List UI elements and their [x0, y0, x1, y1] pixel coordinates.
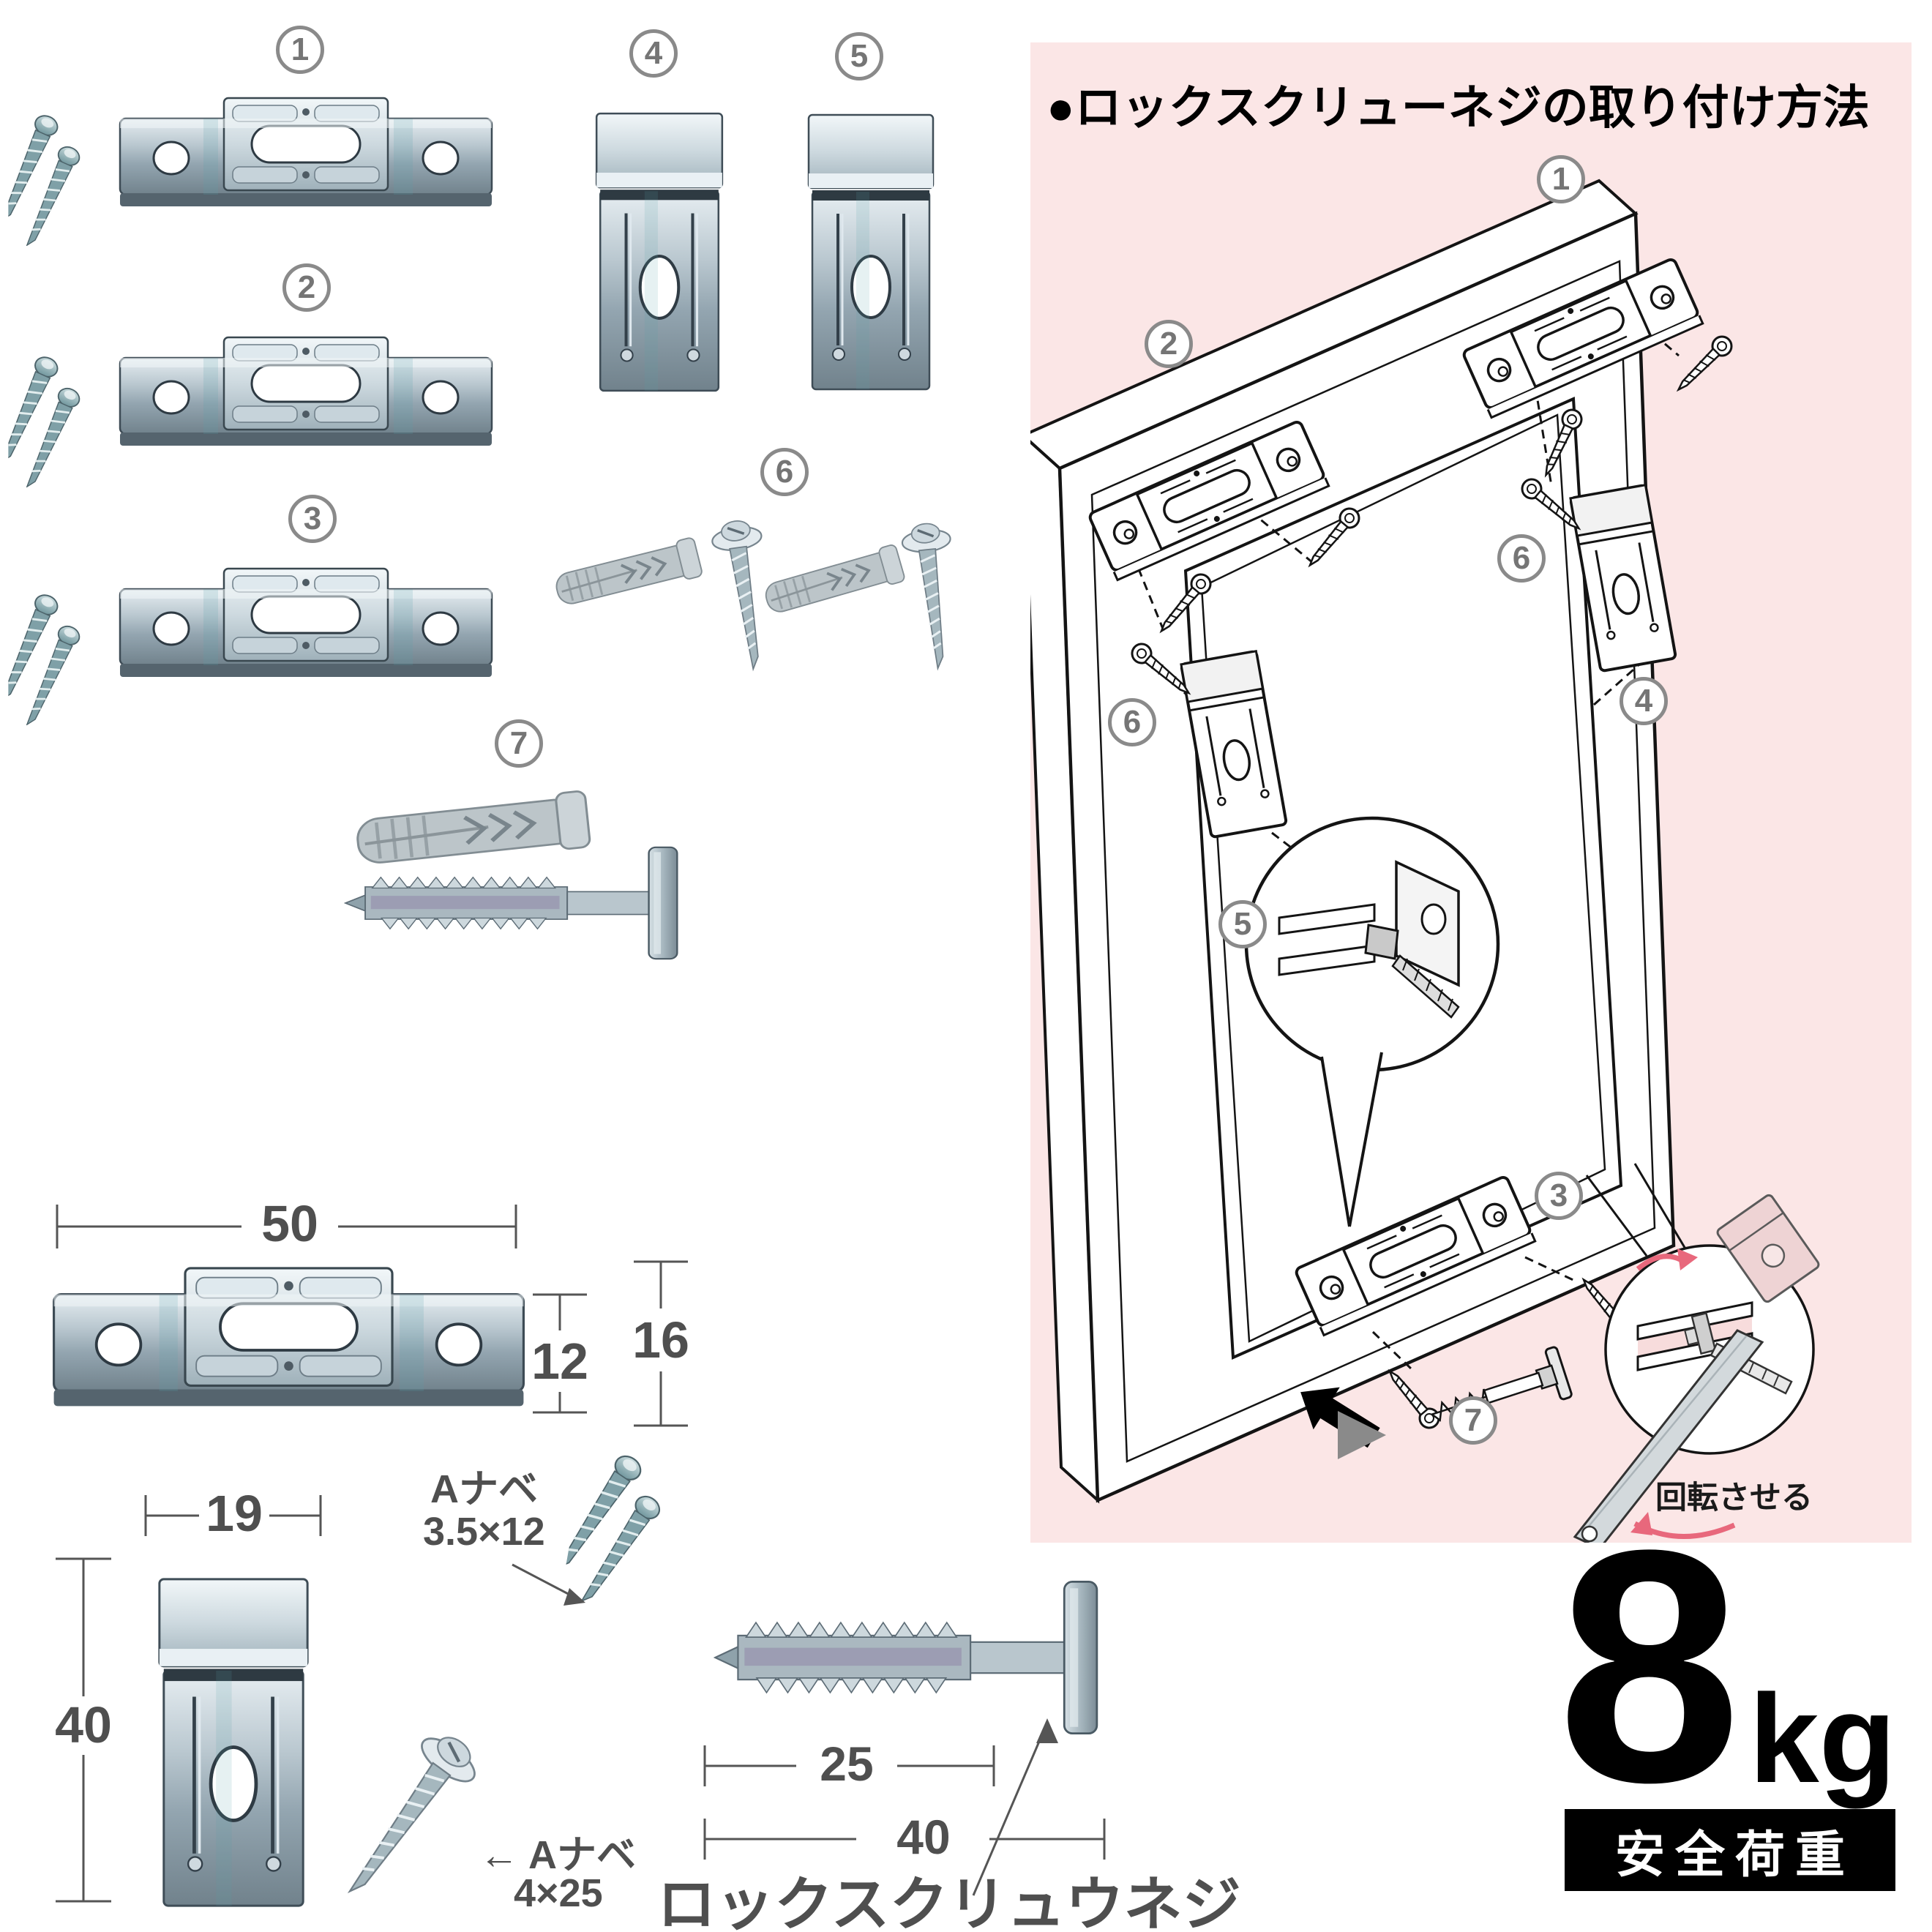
rotate-detail-leader [1585, 1163, 1688, 1257]
diagram-6-right-badge: 6 [1497, 534, 1546, 583]
part-3-number: 3 [303, 501, 322, 536]
part-5-badge: 5 [835, 32, 883, 80]
dim-lockscrew-thread: 25 [820, 1737, 874, 1791]
part-7-badge: 7 [495, 719, 543, 768]
panel-title: ●ロックスクリューネジの取り付け方法 [1046, 81, 1870, 134]
detail-balloon-content [1278, 860, 1460, 1019]
dim-bracket-width: 50 [261, 1195, 318, 1252]
diagram-3-badge: 3 [1535, 1172, 1583, 1220]
part-3-badge: 3 [288, 495, 337, 543]
safe-load-label: 安全荷重 [1614, 1827, 1855, 1883]
dim-bracket-total-height: 16 [632, 1311, 689, 1368]
safe-load-band: 安全荷重 [1565, 1809, 1895, 1891]
part-4-number: 4 [644, 35, 663, 71]
diagram-2-badge: 2 [1145, 320, 1193, 368]
diagram-lockscrew-7 [1423, 1345, 1574, 1441]
frame-step-line [1090, 260, 1656, 1463]
leader-arrowhead-lockscrew [1036, 1718, 1058, 1743]
diagram-1-badge: 1 [1537, 155, 1585, 203]
part-6-number: 6 [775, 454, 794, 490]
label-pan-screw-large-name: ← Aナベ [479, 1833, 636, 1877]
part-6-badge: 6 [760, 448, 809, 496]
diagram-4-number: 4 [1634, 683, 1653, 719]
dim-lockscrew-total: 40 [896, 1810, 951, 1864]
leader-arrowhead-small-screws [564, 1588, 585, 1606]
load-unit: kg [1749, 1669, 1896, 1809]
diagram-screw-a [1670, 332, 1737, 398]
diagram-2-number: 2 [1159, 326, 1178, 362]
diagram-3-number: 3 [1549, 1177, 1568, 1213]
rotate-detail-content [1573, 1194, 1820, 1543]
dim-clip-width: 19 [206, 1485, 263, 1542]
diagram-5-badge: 5 [1218, 900, 1267, 948]
rotate-note: 回転させる [1655, 1480, 1813, 1516]
label-pan-screw-small-name: Aナベ [430, 1467, 538, 1511]
part-7-number: 7 [509, 725, 528, 761]
diagram-7-badge: 7 [1449, 1396, 1497, 1445]
diagram-7-number: 7 [1464, 1402, 1483, 1438]
part-1-number: 1 [291, 31, 310, 67]
rotate-lever [1573, 1329, 1764, 1543]
part-1-badge: 1 [276, 26, 324, 74]
diagram-6-left-number: 6 [1123, 704, 1142, 740]
frame-inner-step [1200, 413, 1606, 1343]
installation-diagram [1030, 179, 1820, 1543]
dim-bracket-plate-height: 12 [531, 1333, 588, 1390]
detail-balloon-tail-fill [1322, 1049, 1382, 1227]
diagram-6-right-number: 6 [1512, 540, 1531, 576]
diagram-1-number: 1 [1551, 161, 1570, 197]
diagram-6-left-badge: 6 [1108, 698, 1156, 746]
part-2-number: 2 [297, 269, 316, 305]
label-pan-screw-small-size: 3.5×12 [423, 1510, 545, 1554]
diagram-5-number: 5 [1233, 906, 1252, 942]
slide-direction-triangle [1338, 1411, 1386, 1459]
part-5-number: 5 [850, 38, 869, 74]
dim-clip-height: 40 [55, 1696, 112, 1753]
part-2-badge: 2 [282, 263, 331, 312]
label-pan-screw-large-size: 4×25 [514, 1871, 603, 1915]
part-4-badge: 4 [629, 29, 678, 78]
load-value: 8 [1557, 1481, 1742, 1851]
diagram-screw-h [1381, 1363, 1444, 1433]
label-lockscrew-name: ロックスクリュウネジ [657, 1872, 1241, 1932]
detail-balloon-tail [1320, 1052, 1383, 1227]
diagram-4-badge: 4 [1620, 677, 1668, 725]
